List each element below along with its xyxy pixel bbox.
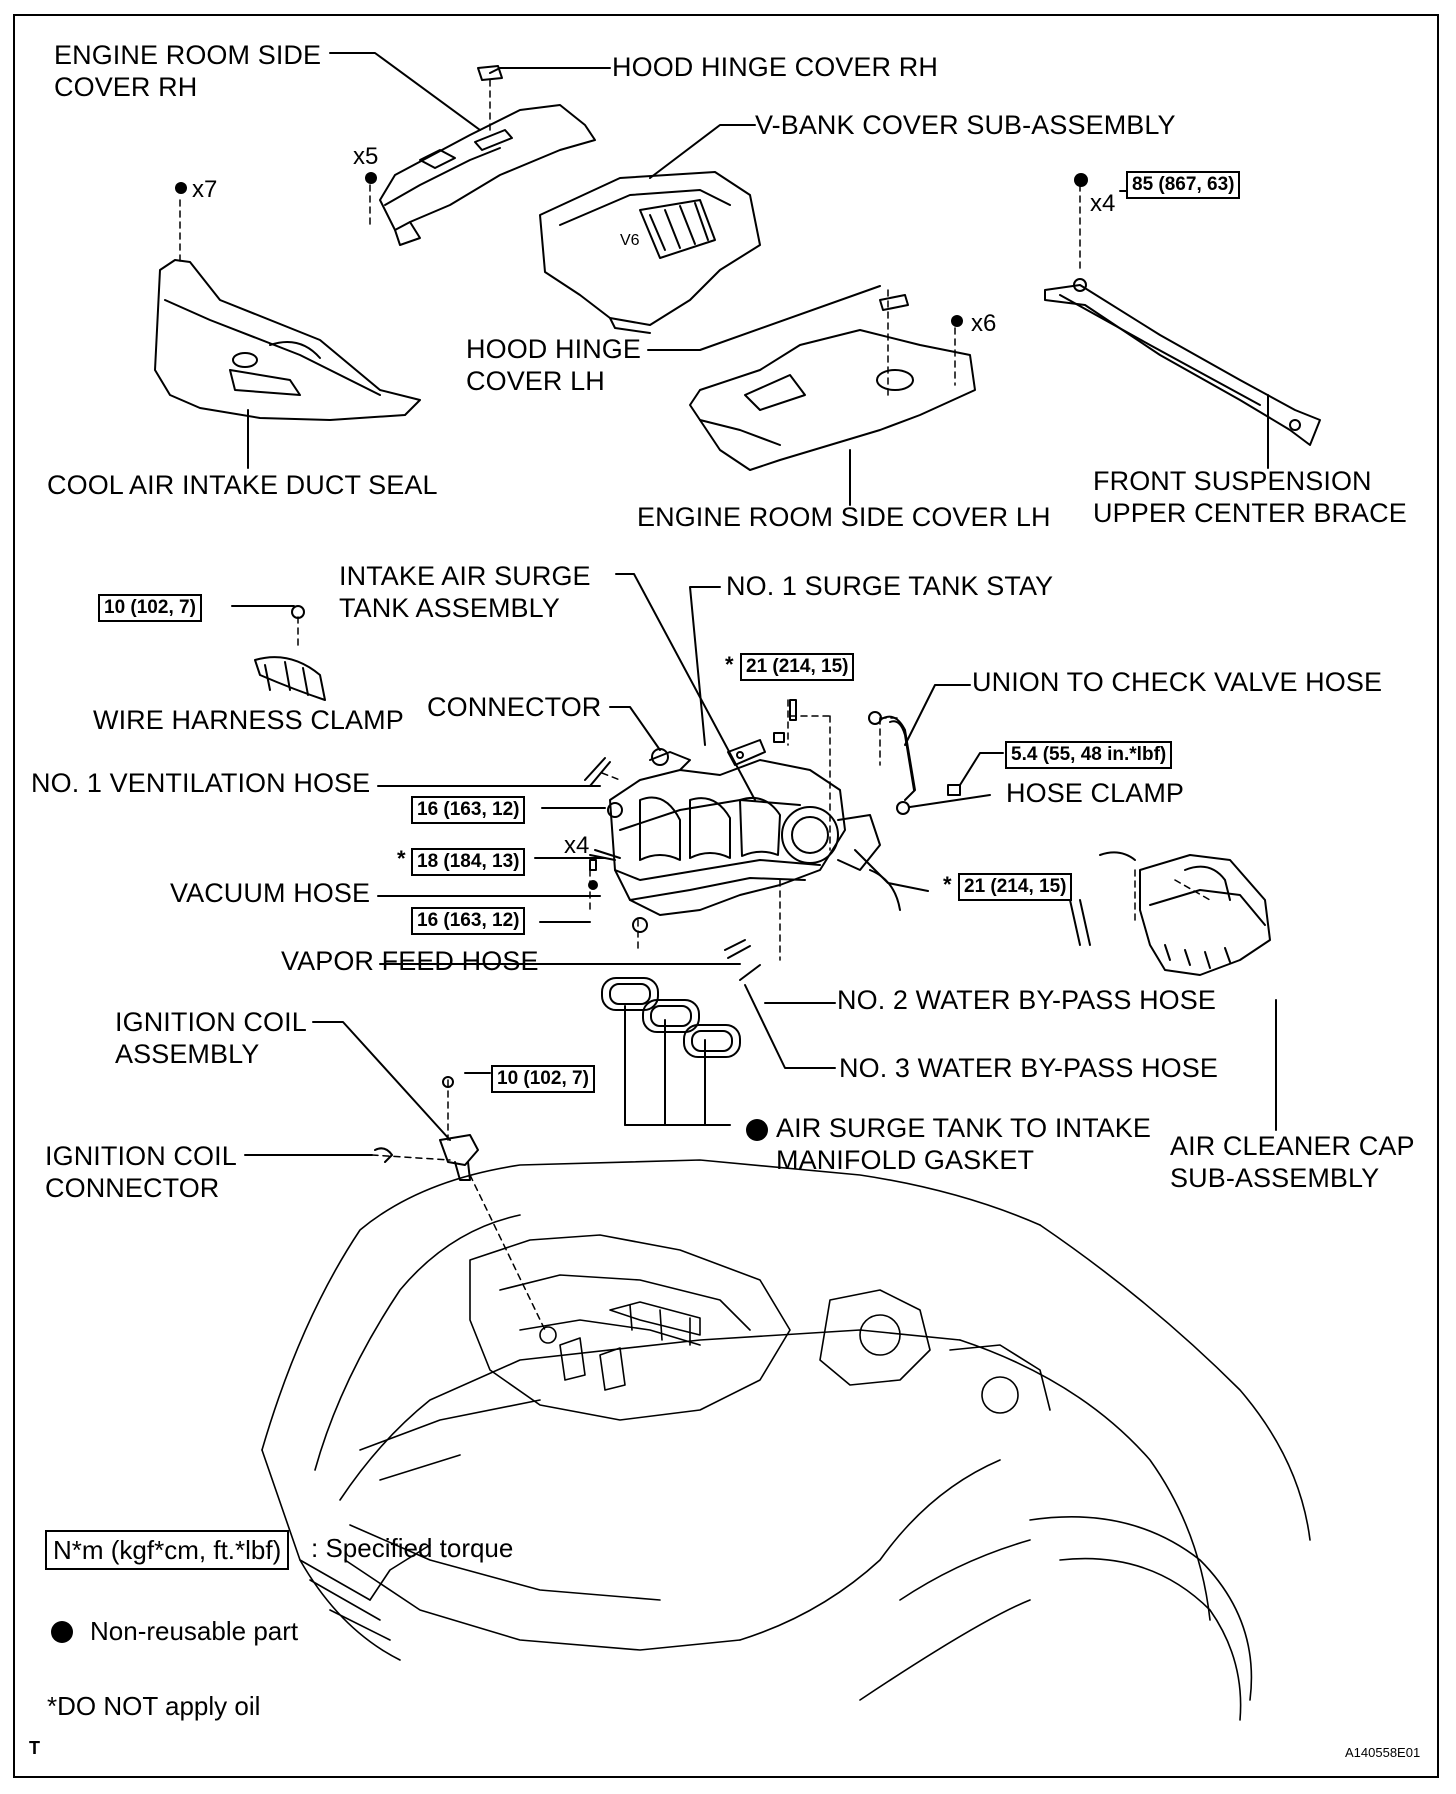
manifold-gaskets-drawing bbox=[601, 977, 741, 1058]
front-suspension-brace-drawing bbox=[1044, 278, 1321, 446]
torque-throttle-bolt: 21 (214, 15) bbox=[958, 873, 1073, 901]
qty-x7: x7 bbox=[192, 176, 218, 203]
diagram-frame bbox=[13, 14, 1439, 1778]
torque-wire-clamp: 10 (102, 7) bbox=[98, 594, 202, 622]
qty-x5: x5 bbox=[353, 143, 379, 170]
asterisk-stay-bolt: * bbox=[725, 652, 734, 677]
label-no3-water-bypass-hose: NO. 3 WATER BY-PASS HOSE bbox=[839, 1053, 1218, 1083]
qty-x4-bolt: x4 bbox=[564, 832, 590, 859]
cool-air-intake-duct-seal-drawing bbox=[154, 259, 421, 421]
svg-text:V6: V6 bbox=[620, 232, 640, 249]
wire-harness-clamp-drawing bbox=[254, 605, 326, 701]
asterisk-throttle-bolt: * bbox=[943, 872, 952, 897]
v-bank-cover-drawing: V6 bbox=[539, 171, 761, 334]
torque-nut-upper: 16 (163, 12) bbox=[411, 796, 526, 824]
qty-x6: x6 bbox=[971, 310, 997, 337]
torque-coil-bolt: 10 (102, 7) bbox=[491, 1065, 595, 1093]
label-vacuum-hose: VACUUM HOSE bbox=[170, 878, 371, 908]
small-hoses-drawing bbox=[584, 757, 761, 981]
engine-room-side-cover-lh-drawing bbox=[689, 294, 976, 471]
legend-nonreusable-text: Non-reusable part bbox=[90, 1616, 299, 1646]
qty-x4-brace: x4 bbox=[1090, 190, 1116, 217]
surge-tank-stay-drawing bbox=[727, 699, 797, 766]
torque-stay-bolt: 21 (214, 15) bbox=[740, 653, 855, 681]
nonreusable-marker-gasket bbox=[746, 1119, 768, 1141]
label-hood-hinge-cover-rh: HOOD HINGE COVER RH bbox=[612, 52, 938, 82]
engine-room-side-cover-rh-drawing bbox=[379, 104, 596, 246]
air-cleaner-cap-drawing bbox=[1069, 851, 1271, 976]
hood-hinge-cover-rh-drawing bbox=[477, 65, 503, 81]
torque-hose-clamp: 5.4 (55, 48 in.*lbf) bbox=[1005, 741, 1173, 769]
leader-lines bbox=[231, 52, 1277, 1156]
label-no1-ventilation-hose: NO. 1 VENTILATION HOSE bbox=[31, 768, 371, 798]
label-intake-air-surge-tank: INTAKE AIR SURGE TANK ASSEMBLY bbox=[339, 561, 591, 623]
torque-nut-lower: 16 (163, 12) bbox=[411, 907, 526, 935]
label-union-to-check-valve-hose: UNION TO CHECK VALVE HOSE bbox=[972, 667, 1383, 697]
torque-brace: 85 (867, 63) bbox=[1126, 171, 1241, 199]
legend-torque-box: N*m (kgf*cm, ft.*lbf) bbox=[45, 1530, 290, 1570]
legend-no-oil: *DO NOT apply oil bbox=[47, 1691, 261, 1721]
label-vapor-feed-hose: VAPOR FEED HOSE bbox=[281, 946, 539, 976]
label-cool-air-intake-duct-seal: COOL AIR INTAKE DUCT SEAL bbox=[47, 470, 438, 500]
asterisk-bolt-x4: * bbox=[397, 846, 406, 871]
legend-nonreusable-dot bbox=[51, 1621, 73, 1643]
label-air-cleaner-cap: AIR CLEANER CAP SUB-ASSEMBLY bbox=[1170, 1131, 1415, 1193]
label-no1-surge-tank-stay: NO. 1 SURGE TANK STAY bbox=[726, 571, 1054, 601]
corner-mark: T bbox=[29, 1738, 40, 1758]
torque-bolt-x4: 18 (184, 13) bbox=[411, 848, 526, 876]
label-ignition-coil-connector: IGNITION COIL CONNECTOR bbox=[45, 1141, 237, 1203]
label-v-bank-cover: V-BANK COVER SUB-ASSEMBLY bbox=[755, 110, 1176, 140]
label-ignition-coil-assembly: IGNITION COIL ASSEMBLY bbox=[115, 1007, 307, 1069]
label-wire-harness-clamp: WIRE HARNESS CLAMP bbox=[93, 705, 404, 735]
label-engine-room-side-cover-lh: ENGINE ROOM SIDE COVER LH bbox=[637, 502, 1051, 532]
label-hose-clamp: HOSE CLAMP bbox=[1006, 778, 1185, 808]
intake-air-surge-tank-drawing bbox=[609, 748, 846, 916]
fastener-markers bbox=[175, 172, 1088, 890]
label-connector: CONNECTOR bbox=[427, 692, 602, 722]
ignition-coil-drawing bbox=[374, 1076, 479, 1181]
union-to-check-valve-hose-drawing bbox=[868, 711, 916, 815]
label-air-surge-tank-gasket: AIR SURGE TANK TO INTAKE MANIFOLD GASKET bbox=[776, 1113, 1151, 1175]
figure-code: A140558E01 bbox=[1345, 1745, 1421, 1760]
label-hood-hinge-cover-lh: HOOD HINGE COVER LH bbox=[466, 334, 642, 396]
hose-clamp-bolt-drawing bbox=[947, 784, 961, 796]
legend-torque-text: : Specified torque bbox=[311, 1533, 514, 1563]
vehicle-engine-bay-outline bbox=[261, 1159, 1311, 1721]
label-engine-room-side-cover-rh: ENGINE ROOM SIDE COVER RH bbox=[54, 40, 322, 102]
throttle-body-drawing bbox=[781, 806, 901, 911]
label-no2-water-bypass-hose: NO. 2 WATER BY-PASS HOSE bbox=[837, 985, 1216, 1015]
label-front-suspension-brace: FRONT SUSPENSION UPPER CENTER BRACE bbox=[1093, 466, 1407, 528]
